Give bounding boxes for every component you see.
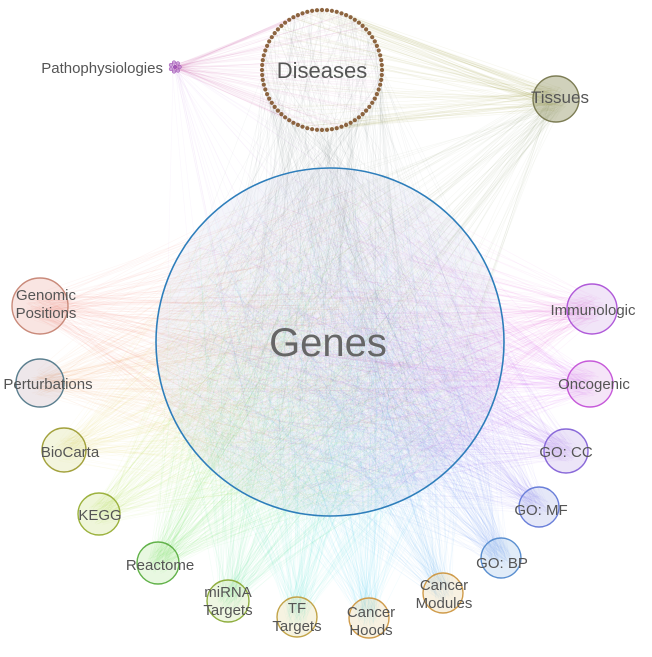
node-label-oncogenic: Oncogenic [558, 376, 630, 393]
node-pathophysiologies[interactable] [169, 61, 181, 74]
node-label-tissues: Tissues [531, 88, 589, 107]
node-label-perturbations: Perturbations [3, 376, 92, 393]
node-label-immunologic: Immunologic [550, 302, 636, 319]
node-label-kegg: KEGG [78, 507, 121, 524]
node-label-go-mf: GO: MF [514, 502, 567, 519]
node-label-go-cc: GO: CC [539, 444, 593, 461]
node-label-go-bp: GO: BP [476, 555, 528, 572]
node-label-diseases: Diseases [277, 58, 367, 83]
node-label-biocarta: BioCarta [41, 444, 100, 461]
node-label-pathophysiologies: Pathophysiologies [41, 60, 163, 77]
node-label-genes: Genes [269, 321, 387, 365]
node-label-reactome: Reactome [126, 557, 194, 574]
